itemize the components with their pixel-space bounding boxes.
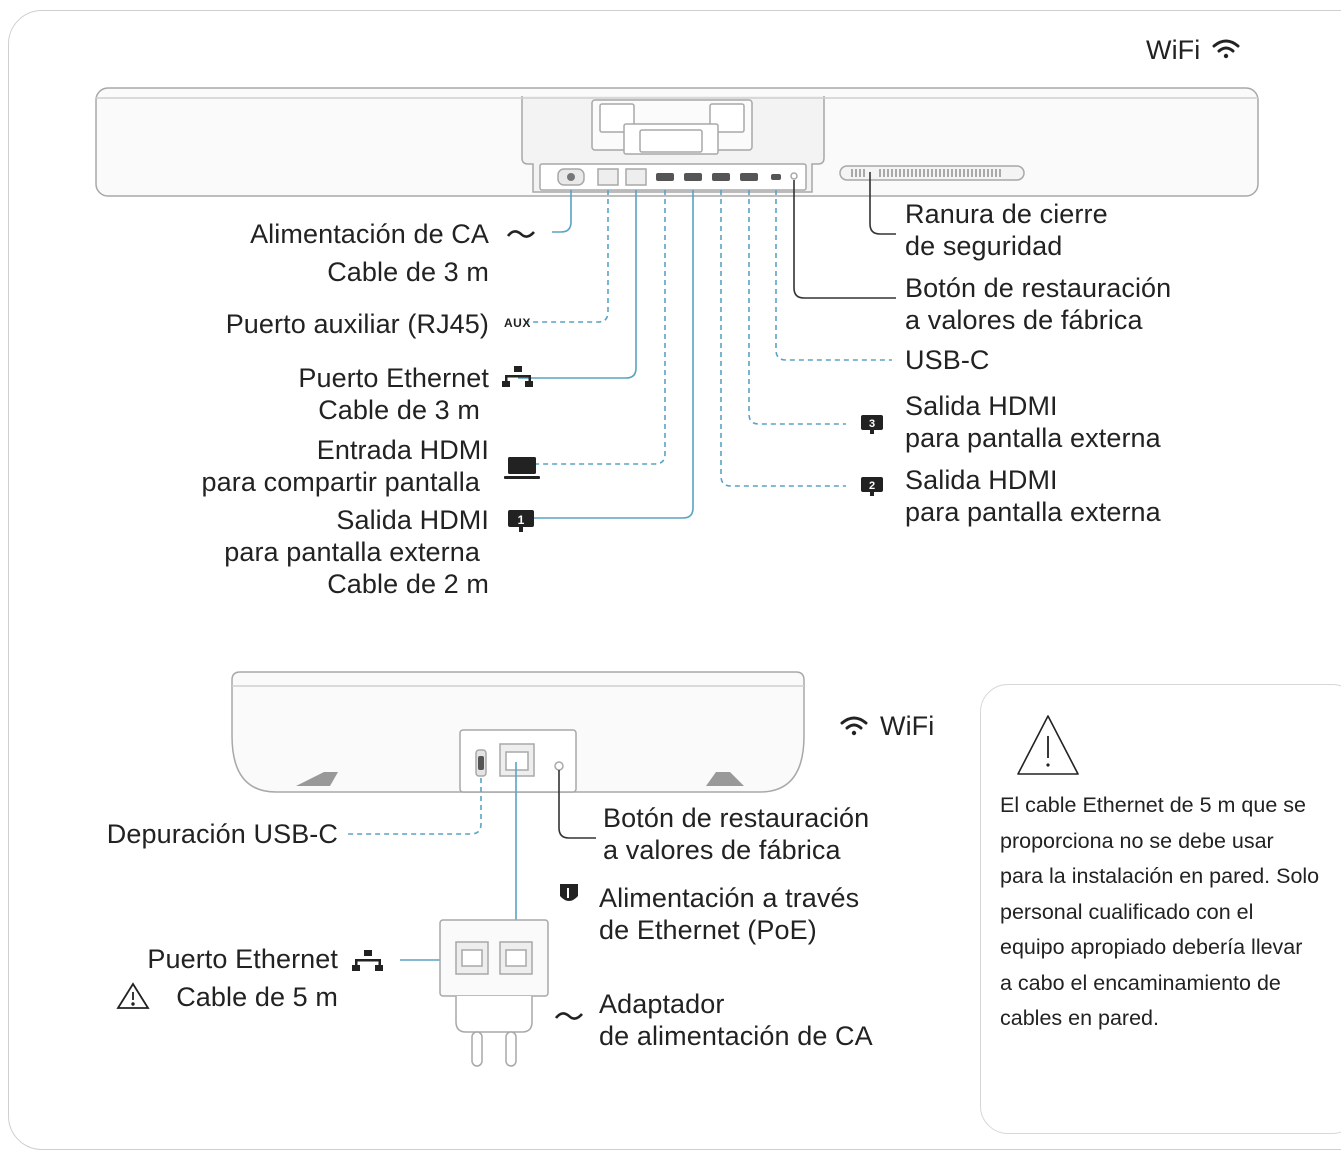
lock-slot-label: Ranura de cierre: [905, 199, 1108, 229]
display-1-icon: 1: [508, 510, 534, 532]
hdmi-out2-label: Salida HDMI: [905, 465, 1058, 495]
display-number-2: 2: [869, 480, 875, 492]
reset-button-sublabel: a valores de fábrica: [905, 305, 1143, 335]
poe-label: Alimentación a través: [599, 883, 860, 913]
poe-sublabel: de Ethernet (PoE): [599, 915, 817, 945]
warning-note-text: El cable Ethernet de 5 m que se proporci…: [1000, 793, 1320, 1030]
aux-icon: AUX: [504, 316, 531, 330]
hub-ethernet-cable-label: Cable de 5 m: [176, 982, 338, 1012]
hdmi-out1-label: Salida HDMI: [336, 505, 489, 535]
hdmi-in-line: [528, 190, 666, 465]
adapter-label: Adaptador: [599, 989, 725, 1019]
ethernet-icon: [502, 366, 533, 387]
ac-power-label: Alimentación de CA: [250, 219, 489, 249]
aux-port-label: Puerto auxiliar (RJ45): [225, 309, 489, 339]
wifi-label: WiFi: [1146, 35, 1201, 65]
lock-slot-sublabel: de seguridad: [905, 231, 1063, 261]
hdmi-out3-line: [748, 190, 846, 425]
poe-icon: [560, 884, 578, 901]
hdmi-out3-label: Salida HDMI: [905, 391, 1058, 421]
ethernet-icon: [352, 950, 383, 971]
ethernet-cable-label: Cable de 3 m: [318, 395, 480, 425]
soundbar-leader-lines: [518, 172, 896, 519]
ac-power-line: [552, 190, 572, 233]
ac-tilde-icon: [506, 230, 535, 238]
power-adapter: [439, 919, 549, 1067]
debug-usbc-label: Depuración USB-C: [106, 819, 338, 849]
display-number-3: 3: [869, 418, 875, 430]
reset-button-label: Botón de restauración: [905, 273, 1172, 303]
display-number-1: 1: [518, 513, 525, 527]
warning-triangle-icon: [1017, 715, 1079, 775]
adapter-sublabel: de alimentación de CA: [599, 1021, 873, 1051]
hdmi-in-label: Entrada HDMI: [316, 435, 489, 465]
hub-device: [231, 671, 805, 793]
reset-line: [793, 180, 896, 299]
usbc-label: USB-C: [905, 345, 990, 375]
hdmi-out3-sublabel: para pantalla externa: [905, 423, 1161, 453]
laptop-icon: [504, 457, 540, 479]
hub-reset-label: Botón de restauración: [603, 803, 870, 833]
wifi-icon: [1212, 39, 1240, 59]
lock-line: [869, 172, 896, 235]
hdmi-out1-line: [518, 190, 694, 519]
ac-cable-label: Cable de 3 m: [327, 257, 489, 287]
display-3-icon: 3: [861, 415, 883, 434]
connection-diagram: 1 3 2: [95, 39, 1259, 1067]
caution-small-icon: [116, 982, 150, 1009]
soundbar-device: [95, 87, 1259, 197]
hdmi-out1-sublabel: para pantalla externa: [224, 537, 480, 567]
hub-wifi-label: WiFi: [880, 711, 935, 741]
ethernet-line: [518, 190, 637, 379]
hub-reset-sublabel: a valores de fábrica: [603, 835, 841, 865]
ethernet-port-label: Puerto Ethernet: [298, 363, 489, 393]
hub-ethernet-label: Puerto Ethernet: [147, 944, 338, 974]
hdmi-out2-line: [720, 190, 846, 487]
hub-wifi-icon: [840, 716, 868, 736]
hdmi-out1-cable-label: Cable de 2 m: [327, 569, 489, 599]
display-2-icon: 2: [861, 477, 883, 496]
hdmi-in-sublabel: para compartir pantalla: [201, 467, 480, 497]
aux-line: [528, 190, 609, 323]
hdmi-out2-sublabel: para pantalla externa: [905, 497, 1161, 527]
warning-note-box: [980, 684, 1341, 1134]
adapter-tilde-icon: [554, 1012, 583, 1020]
